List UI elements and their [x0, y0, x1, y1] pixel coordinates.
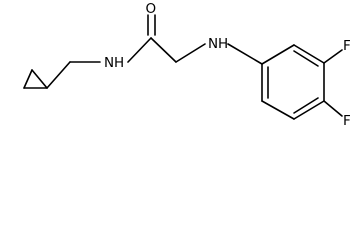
benzene-ring	[261, 44, 325, 120]
carbonyl-double-bond	[147, 14, 156, 36]
fluorine-para-label: F	[343, 113, 351, 129]
amide-nitrogen-label: N	[104, 55, 114, 71]
glycine-bonds	[150, 37, 206, 63]
amide-oxygen-label: O	[146, 1, 157, 17]
fluorine-bonds	[323, 49, 343, 117]
amide-nitrogen-h-label: H	[114, 55, 124, 71]
linker-bonds	[46, 61, 101, 89]
amine-nitrogen-label: N	[208, 36, 218, 52]
amine-aryl-bond	[227, 43, 263, 65]
cyclopropyl-ring	[23, 69, 48, 89]
amide-n-carbonyl-bond	[127, 37, 152, 63]
amine-nitrogen-h-label: H	[218, 36, 228, 52]
structure-diagram: O N H N H F F	[23, 1, 351, 129]
fluorine-meta-label: F	[343, 38, 351, 54]
